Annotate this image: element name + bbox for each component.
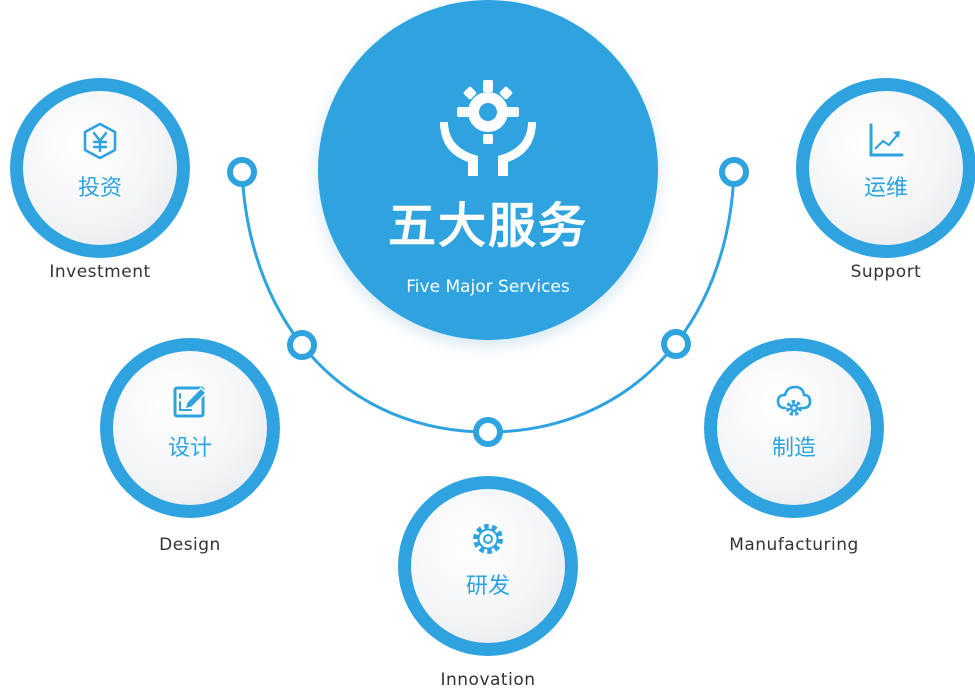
service-name-zh: 运维 (863, 176, 908, 201)
service-face (717, 351, 871, 505)
service-investment[interactable]: 投资 (10, 78, 190, 258)
service-face (809, 91, 963, 245)
service-face (411, 489, 565, 643)
service-name-en: Design (159, 535, 221, 555)
connector-node (227, 157, 257, 187)
service-face (113, 351, 267, 505)
center-hub: 五大服务 Five Major Services (318, 0, 658, 340)
center-subtitle: Five Major Services (406, 277, 570, 297)
service-name-zh: 设计 (167, 436, 212, 461)
gear-hands-icon (440, 80, 536, 176)
service-name-en: Innovation (440, 670, 536, 690)
cloud-gear-icon (776, 385, 812, 416)
service-support[interactable]: 运维 (796, 78, 975, 258)
service-design[interactable]: 设计 (100, 338, 280, 518)
connector-node (661, 329, 691, 359)
service-name-zh: 投资 (77, 176, 122, 201)
service-name-en: Investment (49, 262, 151, 282)
service-name-en: Manufacturing (729, 535, 859, 555)
gear-icon (473, 524, 503, 554)
connector-node (719, 157, 749, 187)
edit-pen-icon (173, 386, 207, 418)
connector-node (287, 330, 317, 360)
service-innovation[interactable]: 研发 (398, 476, 578, 656)
service-face (23, 91, 177, 245)
service-name-zh: 制造 (771, 436, 816, 461)
center-title: 五大服务 (387, 198, 588, 254)
yuan-shield-icon (83, 122, 117, 160)
service-name-zh: 研发 (465, 574, 510, 599)
service-name-en: Support (850, 262, 922, 282)
service-manufacturing[interactable]: 制造 (704, 338, 884, 518)
line-chart-icon (869, 123, 904, 157)
connector-node (473, 417, 503, 447)
